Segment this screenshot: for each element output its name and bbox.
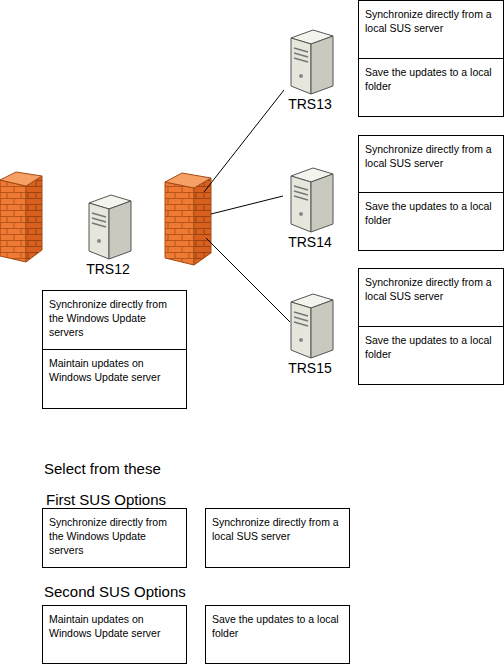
option-box: Save the updates to a local folder [358,326,504,385]
server-name: TRS12 [78,261,138,277]
server-icon [283,166,337,234]
server-side [311,174,333,232]
option-box: Save the updates to a local folder [358,58,504,117]
option-text: Save the updates to a local folder [365,199,497,227]
option-text: Synchronize directly from the Windows Up… [49,515,180,558]
option-text: Synchronize directly from a local SUS se… [212,515,343,543]
network-links [204,90,290,322]
server-front [89,203,109,259]
server-slots [92,213,106,227]
server-node: TRS15 [276,292,344,382]
server-front [291,38,311,94]
server-name: TRS15 [276,360,344,376]
option-box: Synchronize directly from a local SUS se… [358,0,504,59]
option-text: Maintain updates on Windows Update serve… [49,356,180,384]
server-icon [81,193,135,261]
section-label: First SUS Options [46,491,166,508]
section-label: Select from these [44,460,161,477]
option-text: Synchronize directly from a local SUS se… [365,142,497,170]
server-button [299,338,303,342]
server-slots [294,186,308,200]
option-text: Synchronize directly from the Windows Up… [49,297,180,340]
option-text: Save the updates to a local folder [365,333,497,361]
server-button [299,74,303,78]
option-box: Synchronize directly from the Windows Up… [42,290,187,350]
option-box: Synchronize directly from a local SUS se… [358,135,504,193]
option-box: Save the updates to a local folder [358,192,504,251]
server-button [97,239,101,243]
server-front [291,302,311,358]
server-front [291,176,311,232]
server-slots [294,312,308,326]
server-side [109,201,131,259]
network-link [204,90,284,192]
firewall-left [0,172,42,262]
option-box: Maintain updates on Windows Update serve… [42,349,187,409]
option-box: Save the updates to a local folder [205,605,350,664]
option-box: Synchronize directly from the Windows Up… [42,508,187,568]
server-side [311,36,333,94]
option-box: Synchronize directly from a local SUS se… [358,268,504,327]
option-text: Synchronize directly from a local SUS se… [365,275,497,303]
option-text: Synchronize directly from a local SUS se… [365,7,497,35]
server-node: TRS13 [276,28,344,118]
server-name: TRS13 [276,96,344,112]
option-box: Maintain updates on Windows Update serve… [42,605,187,664]
network-link [206,238,290,322]
server-node: TRS12 [78,193,138,283]
server-icon [283,28,337,96]
server-node: TRS14 [276,166,344,256]
server-button [299,212,303,216]
server-side [311,300,333,358]
option-box: Synchronize directly from a local SUS se… [205,508,350,568]
network-link [211,196,283,214]
server-name: TRS14 [276,234,344,250]
option-text: Maintain updates on Windows Update serve… [49,612,180,640]
server-slots [294,48,308,62]
option-text: Save the updates to a local folder [365,65,497,93]
firewall-middle [165,173,211,265]
server-icon [283,292,337,360]
section-label: Second SUS Options [44,583,186,600]
option-text: Save the updates to a local folder [212,612,343,640]
